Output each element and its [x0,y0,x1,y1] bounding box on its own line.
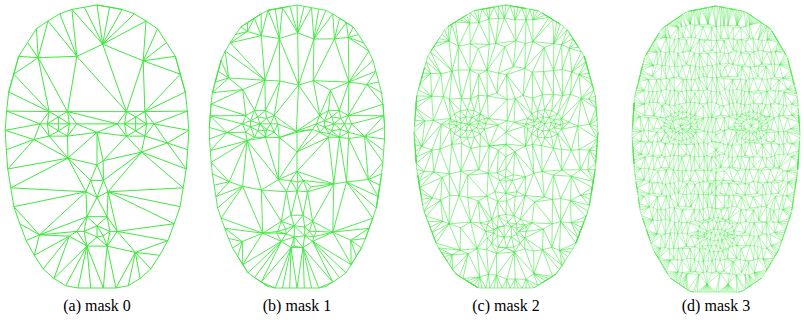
face-mesh [5,5,189,288]
face-mesh [414,5,598,288]
subfigure-caption: (a) mask 0 [63,296,131,315]
face-mesh [632,6,800,292]
subfigure-caption: (b) mask 1 [263,296,331,315]
face-mesh [209,5,384,288]
subfigure-caption: (d) mask 3 [682,296,750,315]
subfigure-caption: (c) mask 2 [472,296,540,315]
